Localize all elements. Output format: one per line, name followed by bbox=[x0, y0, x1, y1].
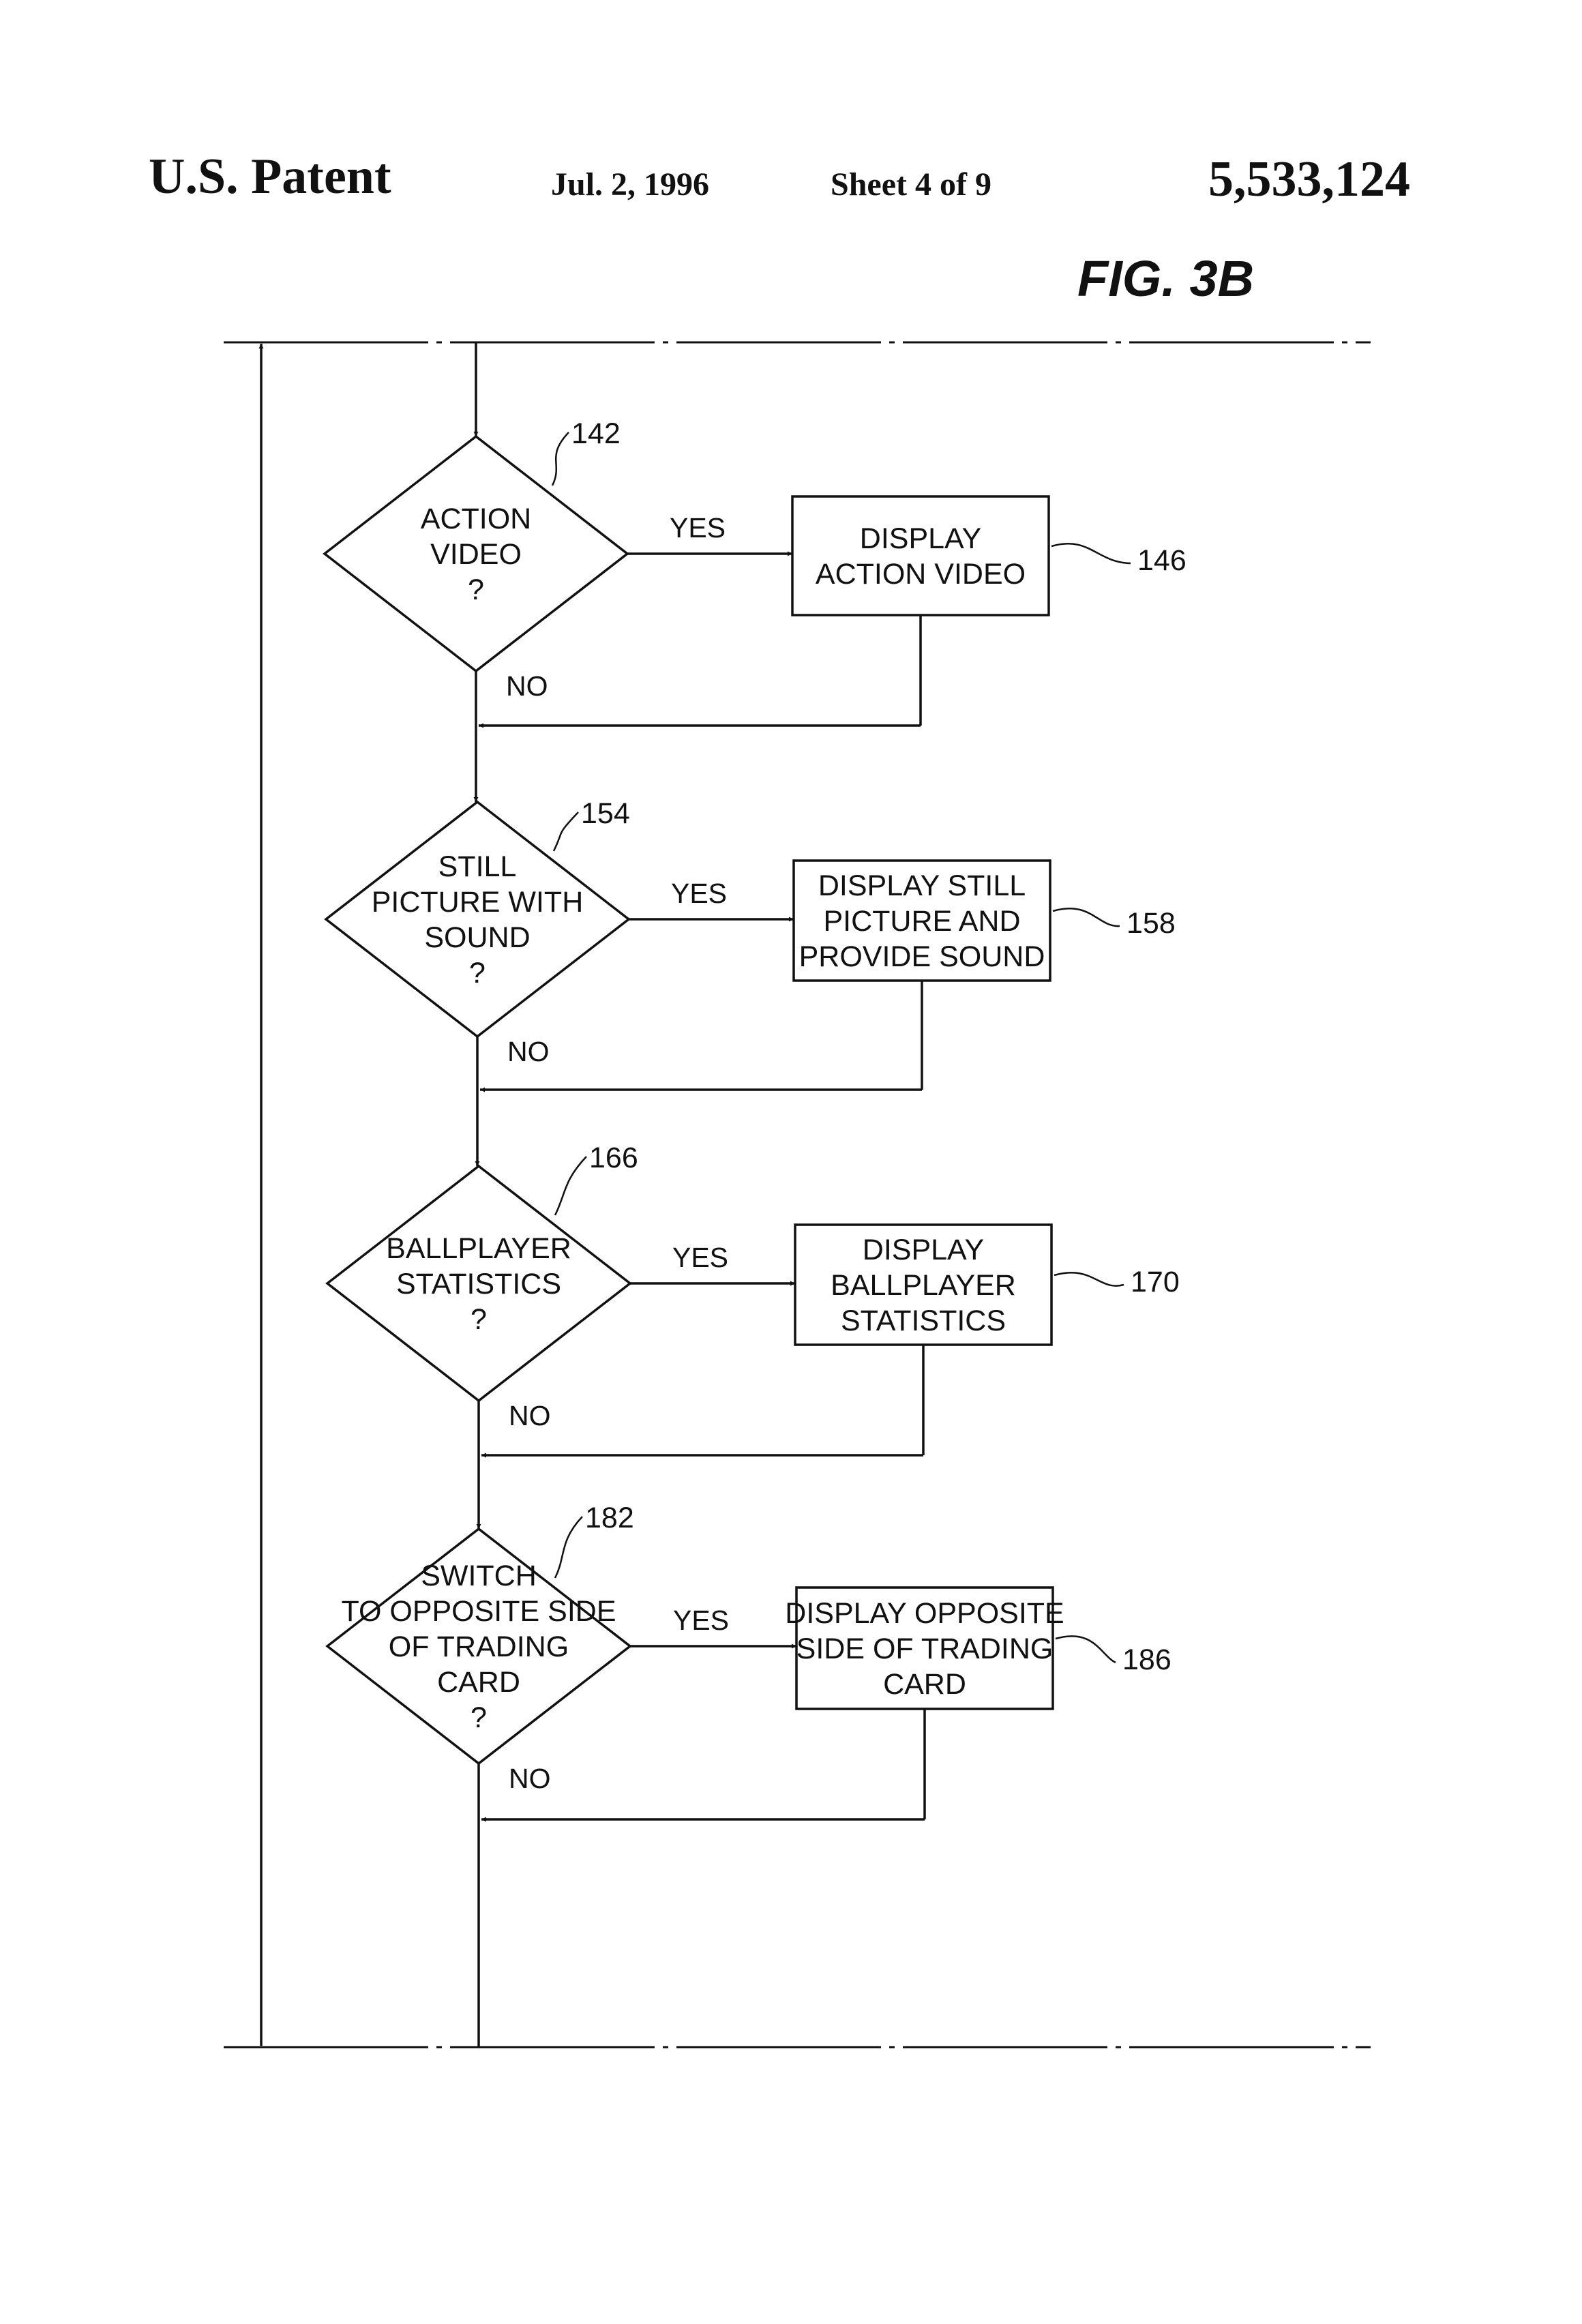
ref-number-158: 158 bbox=[1126, 907, 1176, 940]
no-label-142: NO bbox=[506, 670, 548, 702]
decision-text-166: BALLPLAYER bbox=[386, 1232, 571, 1265]
ref-leader-170 bbox=[1054, 1272, 1124, 1285]
decision-text-182: TO OPPOSITE SIDE bbox=[341, 1595, 616, 1628]
ref-leader-158 bbox=[1053, 908, 1120, 926]
ref-number-170: 170 bbox=[1131, 1266, 1180, 1298]
action-text-158: PROVIDE SOUND bbox=[799, 940, 1045, 973]
action-text-146: ACTION VIDEO bbox=[816, 558, 1026, 591]
yes-label-142: YES bbox=[670, 512, 726, 543]
decision-text-182: SWITCH bbox=[421, 1560, 537, 1592]
decision-text-182: OF TRADING bbox=[389, 1630, 569, 1663]
action-text-186: CARD bbox=[883, 1668, 966, 1701]
action-text-158: PICTURE AND bbox=[823, 905, 1020, 938]
ref-leader-146 bbox=[1051, 543, 1131, 563]
decision-text-142: ? bbox=[468, 573, 484, 606]
action-box-146 bbox=[792, 496, 1049, 615]
action-text-158: DISPLAY STILL bbox=[818, 869, 1026, 902]
ref-number-166: 166 bbox=[589, 1142, 638, 1174]
yes-label-182: YES bbox=[673, 1605, 729, 1636]
ref-number-186: 186 bbox=[1122, 1643, 1171, 1676]
ref-leader-186 bbox=[1056, 1636, 1116, 1663]
ref-leader-154 bbox=[554, 812, 578, 851]
yes-label-166: YES bbox=[672, 1242, 728, 1273]
decision-text-154: ? bbox=[469, 957, 486, 989]
action-text-170: BALLPLAYER bbox=[831, 1269, 1016, 1302]
decision-text-142: ACTION bbox=[421, 503, 531, 535]
decision-text-142: VIDEO bbox=[430, 538, 522, 571]
no-label-166: NO bbox=[509, 1400, 551, 1431]
action-text-146: DISPLAY bbox=[860, 522, 981, 555]
ref-leader-182 bbox=[555, 1517, 582, 1578]
action-text-186: DISPLAY OPPOSITE bbox=[785, 1597, 1064, 1630]
no-label-182: NO bbox=[509, 1763, 551, 1794]
decision-text-154: SOUND bbox=[424, 921, 530, 954]
ref-leader-166 bbox=[555, 1157, 586, 1215]
action-text-170: STATISTICS bbox=[841, 1305, 1006, 1337]
ref-number-146: 146 bbox=[1137, 544, 1186, 577]
ref-number-182: 182 bbox=[585, 1502, 634, 1534]
decision-text-166: STATISTICS bbox=[396, 1268, 561, 1300]
decision-text-154: PICTURE WITH bbox=[372, 886, 584, 919]
decision-diamond-154 bbox=[326, 802, 629, 1037]
decision-text-166: ? bbox=[471, 1303, 487, 1336]
decision-text-154: STILL bbox=[438, 850, 517, 883]
action-text-186: SIDE OF TRADING bbox=[796, 1633, 1054, 1665]
no-label-154: NO bbox=[507, 1036, 550, 1067]
decision-text-182: ? bbox=[471, 1701, 487, 1734]
ref-leader-142 bbox=[552, 432, 569, 486]
ref-number-154: 154 bbox=[581, 797, 630, 830]
decision-text-182: CARD bbox=[437, 1666, 520, 1699]
yes-label-154: YES bbox=[671, 878, 727, 909]
ref-number-142: 142 bbox=[571, 417, 621, 450]
action-text-170: DISPLAY bbox=[863, 1234, 984, 1266]
